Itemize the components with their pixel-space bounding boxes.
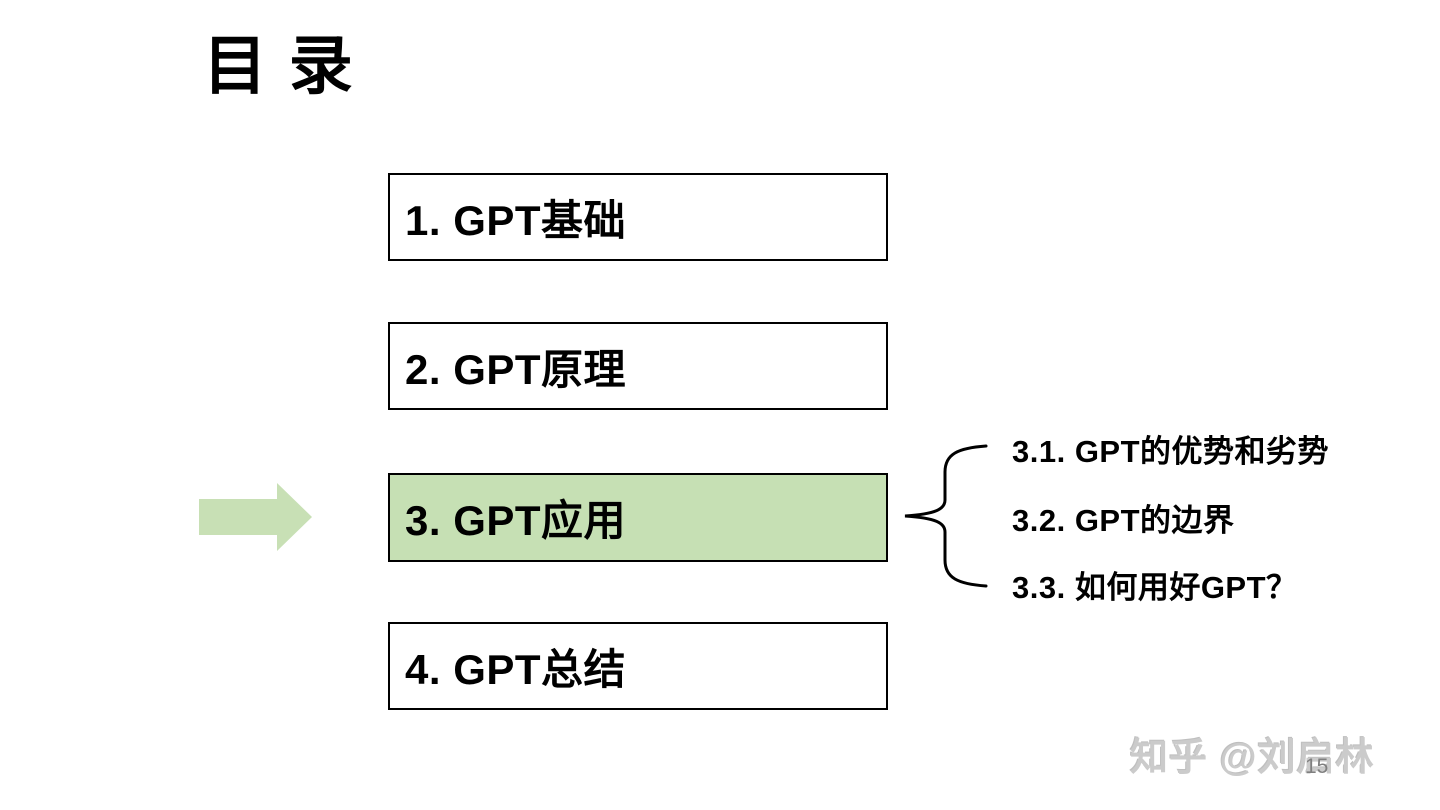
toc-item-label: 1. GPT基础 [405,196,627,244]
toc-item-gpt-basics: 1. GPT基础 [388,173,888,261]
page-number: 15 [1305,755,1329,778]
page-title: 目 录 [203,30,355,102]
toc-subitem-advantages-disadvantages: 3.1. GPT的优势和劣势 [1012,434,1330,469]
toc-item-gpt-principles: 2. GPT原理 [388,322,888,410]
left-curly-brace-icon [904,444,988,588]
toc-item-label: 4. GPT总结 [405,645,627,693]
toc-item-label: 3. GPT应用 [405,497,627,544]
right-arrow-icon [199,483,312,551]
toc-item-gpt-summary: 4. GPT总结 [388,622,888,710]
toc-subitem-boundaries: 3.2. GPT的边界 [1012,503,1235,538]
toc-subitem-how-to-use: 3.3. 如何用好GPT？ [1012,570,1298,605]
watermark-zhihu-author: 知乎 @刘启林 [1130,737,1375,779]
toc-item-label: 2. GPT原理 [405,345,627,393]
toc-item-gpt-applications-highlighted: 3. GPT应用 [388,473,888,562]
